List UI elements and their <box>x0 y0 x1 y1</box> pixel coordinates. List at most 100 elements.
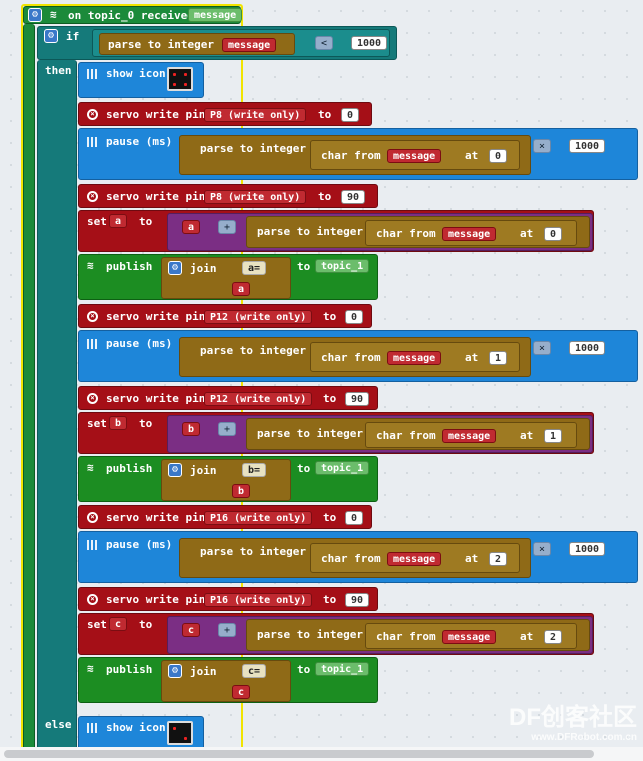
set-block[interactable]: set b to b + parse to integer char from … <box>78 412 594 454</box>
pause-parse-block[interactable]: parse to integer char from message at 1 <box>179 337 531 377</box>
add-parse-block[interactable]: parse to integer char from message at 1 <box>246 418 590 450</box>
join-gear-icon[interactable]: ⚙ <box>168 463 182 477</box>
event-block[interactable]: ⚙ ≋ on topic_0 received message <box>23 6 243 24</box>
mul-op[interactable]: × <box>533 341 552 355</box>
publish-topic[interactable]: topic_1 <box>315 259 370 273</box>
servo-block-2[interactable]: × servo write pin P16 (write only) to 90 <box>78 587 378 611</box>
servo-block-1[interactable]: × servo write pin P12 (write only) to 0 <box>78 304 372 328</box>
servo-pin-2[interactable]: P8 (write only) <box>204 190 307 204</box>
char-index[interactable]: 2 <box>489 552 508 566</box>
servo-value-2[interactable]: 90 <box>345 593 370 607</box>
publish-block[interactable]: ≋ publish ⚙ join b= b to topic_1 <box>78 456 378 502</box>
add-char-index[interactable]: 2 <box>544 630 563 644</box>
char-from-block[interactable]: char from message at 0 <box>310 140 520 170</box>
add-block[interactable]: a + parse to integer char from message a… <box>167 213 593 251</box>
publish-block[interactable]: ≋ publish ⚙ join c= c to topic_1 <box>78 657 378 703</box>
join-var[interactable]: c <box>232 685 251 699</box>
add-block[interactable]: c + parse to integer char from message a… <box>167 616 593 654</box>
else-led-icon-preview[interactable] <box>167 721 193 745</box>
publish-topic[interactable]: topic_1 <box>315 461 370 475</box>
plus-op[interactable]: + <box>218 220 237 234</box>
mul-value[interactable]: 1000 <box>569 542 606 556</box>
set-var[interactable]: b <box>109 416 128 430</box>
join-var[interactable]: b <box>232 484 251 498</box>
add-var[interactable]: c <box>182 623 201 637</box>
led-icon-preview[interactable] <box>167 67 193 91</box>
add-char-from-block[interactable]: char from message at 0 <box>365 220 577 246</box>
gear-icon[interactable]: ⚙ <box>28 8 42 22</box>
servo-value-1[interactable]: 0 <box>345 310 364 324</box>
join-var[interactable]: a <box>232 282 251 296</box>
servo-value-1[interactable]: 0 <box>345 511 364 525</box>
add-char-from-block[interactable]: char from message at 2 <box>365 623 577 649</box>
pause-parse-block[interactable]: parse to integer char from message at 0 <box>179 135 531 175</box>
add-parse-block[interactable]: parse to integer char from message at 0 <box>246 216 590 248</box>
pause-block[interactable]: pause (ms) parse to integer char from me… <box>78 531 638 583</box>
if-block[interactable]: ⚙ if parse to integer message < 1000 <box>37 26 397 60</box>
compare-block[interactable]: parse to integer message < 1000 <box>92 29 390 57</box>
mul-value[interactable]: 1000 <box>569 341 606 355</box>
join-string[interactable]: a= <box>242 261 267 275</box>
pause-block[interactable]: pause (ms) parse to integer char from me… <box>78 128 638 180</box>
join-string[interactable]: b= <box>242 463 267 477</box>
char-from-var[interactable]: message <box>387 351 442 365</box>
mul-value[interactable]: 1000 <box>569 139 606 153</box>
cond-parse-block[interactable]: parse to integer message <box>99 33 295 55</box>
char-from-block[interactable]: char from message at 1 <box>310 342 520 372</box>
plus-op[interactable]: + <box>218 422 237 436</box>
plus-op[interactable]: + <box>218 623 237 637</box>
add-char-var[interactable]: message <box>442 429 497 443</box>
servo-value-2[interactable]: 90 <box>345 392 370 406</box>
servo-pin[interactable]: P8 (write only) <box>204 108 307 122</box>
servo-pin-2[interactable]: P12 (write only) <box>204 392 313 406</box>
servo-block-2[interactable]: × servo write pin P12 (write only) to 90 <box>78 386 378 410</box>
pause-block[interactable]: pause (ms) parse to integer char from me… <box>78 330 638 382</box>
join-gear-icon[interactable]: ⚙ <box>168 261 182 275</box>
add-parse-block[interactable]: parse to integer char from message at 2 <box>246 619 590 651</box>
servo-value-2[interactable]: 90 <box>341 190 366 204</box>
mul-op[interactable]: × <box>533 139 552 153</box>
set-block[interactable]: set a to a + parse to integer char from … <box>78 210 594 252</box>
else-show-icon-block[interactable]: show icon <box>78 716 204 752</box>
show-icon-block[interactable]: show icon <box>78 62 204 98</box>
char-from-var[interactable]: message <box>387 149 442 163</box>
servo-pin[interactable]: P12 (write only) <box>204 310 313 324</box>
servo-block-2[interactable]: × servo write pin P8 (write only) to 90 <box>78 184 378 208</box>
char-index[interactable]: 1 <box>489 351 508 365</box>
add-char-var[interactable]: message <box>442 630 497 644</box>
horizontal-scrollbar[interactable] <box>0 747 643 761</box>
servo-pin[interactable]: P16 (write only) <box>204 511 313 525</box>
char-from-block[interactable]: char from message at 2 <box>310 543 520 573</box>
if-gear-icon[interactable]: ⚙ <box>44 29 58 43</box>
servo-block-1[interactable]: × servo write pin P16 (write only) to 0 <box>78 505 372 529</box>
publish-block[interactable]: ≋ publish ⚙ join a= a to topic_1 <box>78 254 378 300</box>
scrollbar-thumb[interactable] <box>4 750 594 758</box>
mul-op[interactable]: × <box>533 542 552 556</box>
cond-var[interactable]: message <box>222 38 277 52</box>
add-char-index[interactable]: 0 <box>544 227 563 241</box>
join-string[interactable]: c= <box>242 664 267 678</box>
set-var[interactable]: a <box>109 214 128 228</box>
add-char-from-block[interactable]: char from message at 1 <box>365 422 577 448</box>
set-block[interactable]: set c to c + parse to integer char from … <box>78 613 594 655</box>
char-index[interactable]: 0 <box>489 149 508 163</box>
servo-block-1[interactable]: × servo write pin P8 (write only) to 0 <box>78 102 372 126</box>
set-var[interactable]: c <box>109 617 128 631</box>
add-var[interactable]: a <box>182 220 201 234</box>
pause-parse-block[interactable]: parse to integer char from message at 2 <box>179 538 531 578</box>
char-from-var[interactable]: message <box>387 552 442 566</box>
event-param[interactable]: message <box>188 8 243 22</box>
join-block[interactable]: ⚙ join b= b <box>161 459 291 501</box>
join-block[interactable]: ⚙ join c= c <box>161 660 291 702</box>
servo-value-1[interactable]: 0 <box>341 108 360 122</box>
add-block[interactable]: b + parse to integer char from message a… <box>167 415 593 453</box>
join-gear-icon[interactable]: ⚙ <box>168 664 182 678</box>
add-var[interactable]: b <box>182 422 201 436</box>
publish-topic[interactable]: topic_1 <box>315 662 370 676</box>
add-char-index[interactable]: 1 <box>544 429 563 443</box>
join-block[interactable]: ⚙ join a= a <box>161 257 291 299</box>
cond-num[interactable]: 1000 <box>351 36 388 50</box>
add-char-var[interactable]: message <box>442 227 497 241</box>
servo-pin-2[interactable]: P16 (write only) <box>204 593 313 607</box>
cond-op[interactable]: < <box>315 36 334 50</box>
